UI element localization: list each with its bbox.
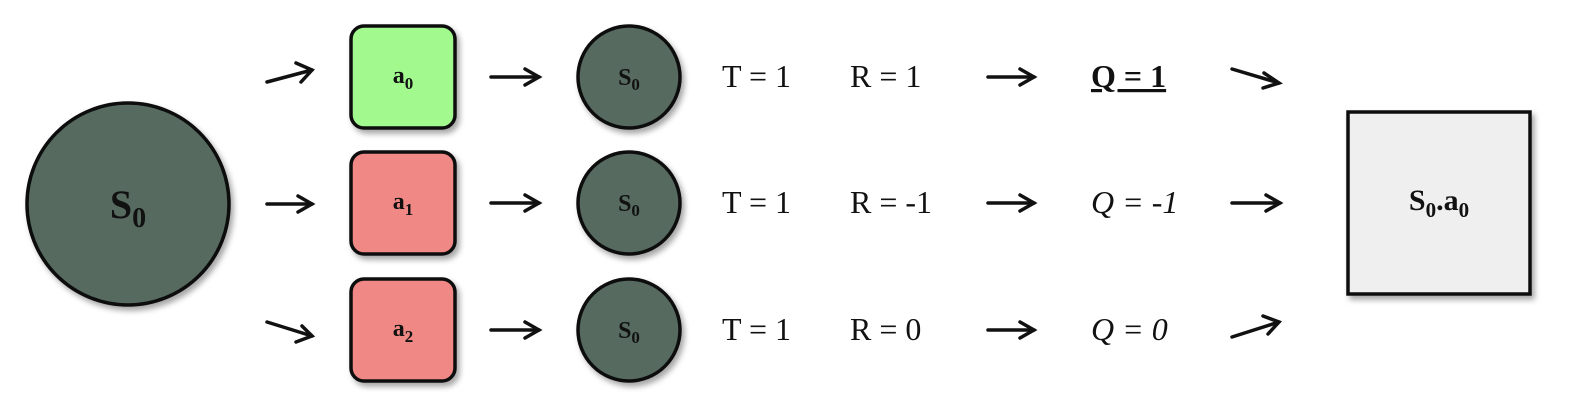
next-state-node: [576, 24, 682, 130]
transition-label: T = 1: [722, 184, 791, 220]
q-value-label: Q = 1: [1091, 58, 1166, 94]
row-0: a0 S0 T = 1 R = 1 Q = 1: [349, 24, 1284, 130]
transition-label: T = 1: [722, 58, 791, 94]
row-1: a1 S0 T = 1 R = -1 Q = -1: [349, 150, 1284, 256]
arrow-icon: [986, 320, 1038, 340]
arrow-icon: [1230, 314, 1283, 339]
next-state-label: S0: [618, 318, 640, 347]
next-state-label: S0: [618, 65, 640, 94]
arrow-icon: [265, 61, 315, 84]
arrow-icon: [1230, 193, 1284, 213]
q-value-label: Q = -1: [1091, 184, 1178, 220]
action-node-a2: [349, 277, 457, 383]
arrow-icon: [489, 67, 543, 87]
reward-label: R = 1: [850, 58, 921, 94]
arrow-icon: [986, 193, 1038, 213]
arrow-icon: [265, 194, 316, 214]
q-value-label: Q = 0: [1091, 311, 1168, 347]
action-label: a0: [393, 63, 414, 93]
root-state-node: S0: [25, 101, 231, 307]
arrow-icon: [265, 320, 316, 344]
row-2: a2 S0 T = 1 R = 0 Q = 0: [349, 277, 1283, 383]
action-label: a1: [393, 189, 414, 219]
arrow-icon: [489, 193, 543, 213]
reward-label: R = -1: [850, 184, 932, 220]
action-node-a1: [349, 150, 457, 256]
arrow-icon: [986, 67, 1038, 87]
next-state-node: [576, 150, 682, 256]
result-label: S0.a0: [1409, 184, 1469, 222]
root-state-circle: [25, 101, 231, 307]
result-box: [1346, 110, 1532, 296]
transition-label: T = 1: [722, 311, 791, 347]
root-to-action-arrows: [265, 61, 316, 344]
action-label: a2: [393, 316, 414, 346]
root-state-label: S0: [110, 182, 146, 234]
arrow-icon: [1230, 67, 1284, 90]
arrow-icon: [489, 320, 543, 340]
result-node: S0.a0: [1346, 110, 1532, 296]
next-state-node: [576, 277, 682, 383]
reward-label: R = 0: [850, 311, 921, 347]
action-node-a0: [349, 24, 457, 130]
next-state-label: S0: [618, 191, 640, 220]
